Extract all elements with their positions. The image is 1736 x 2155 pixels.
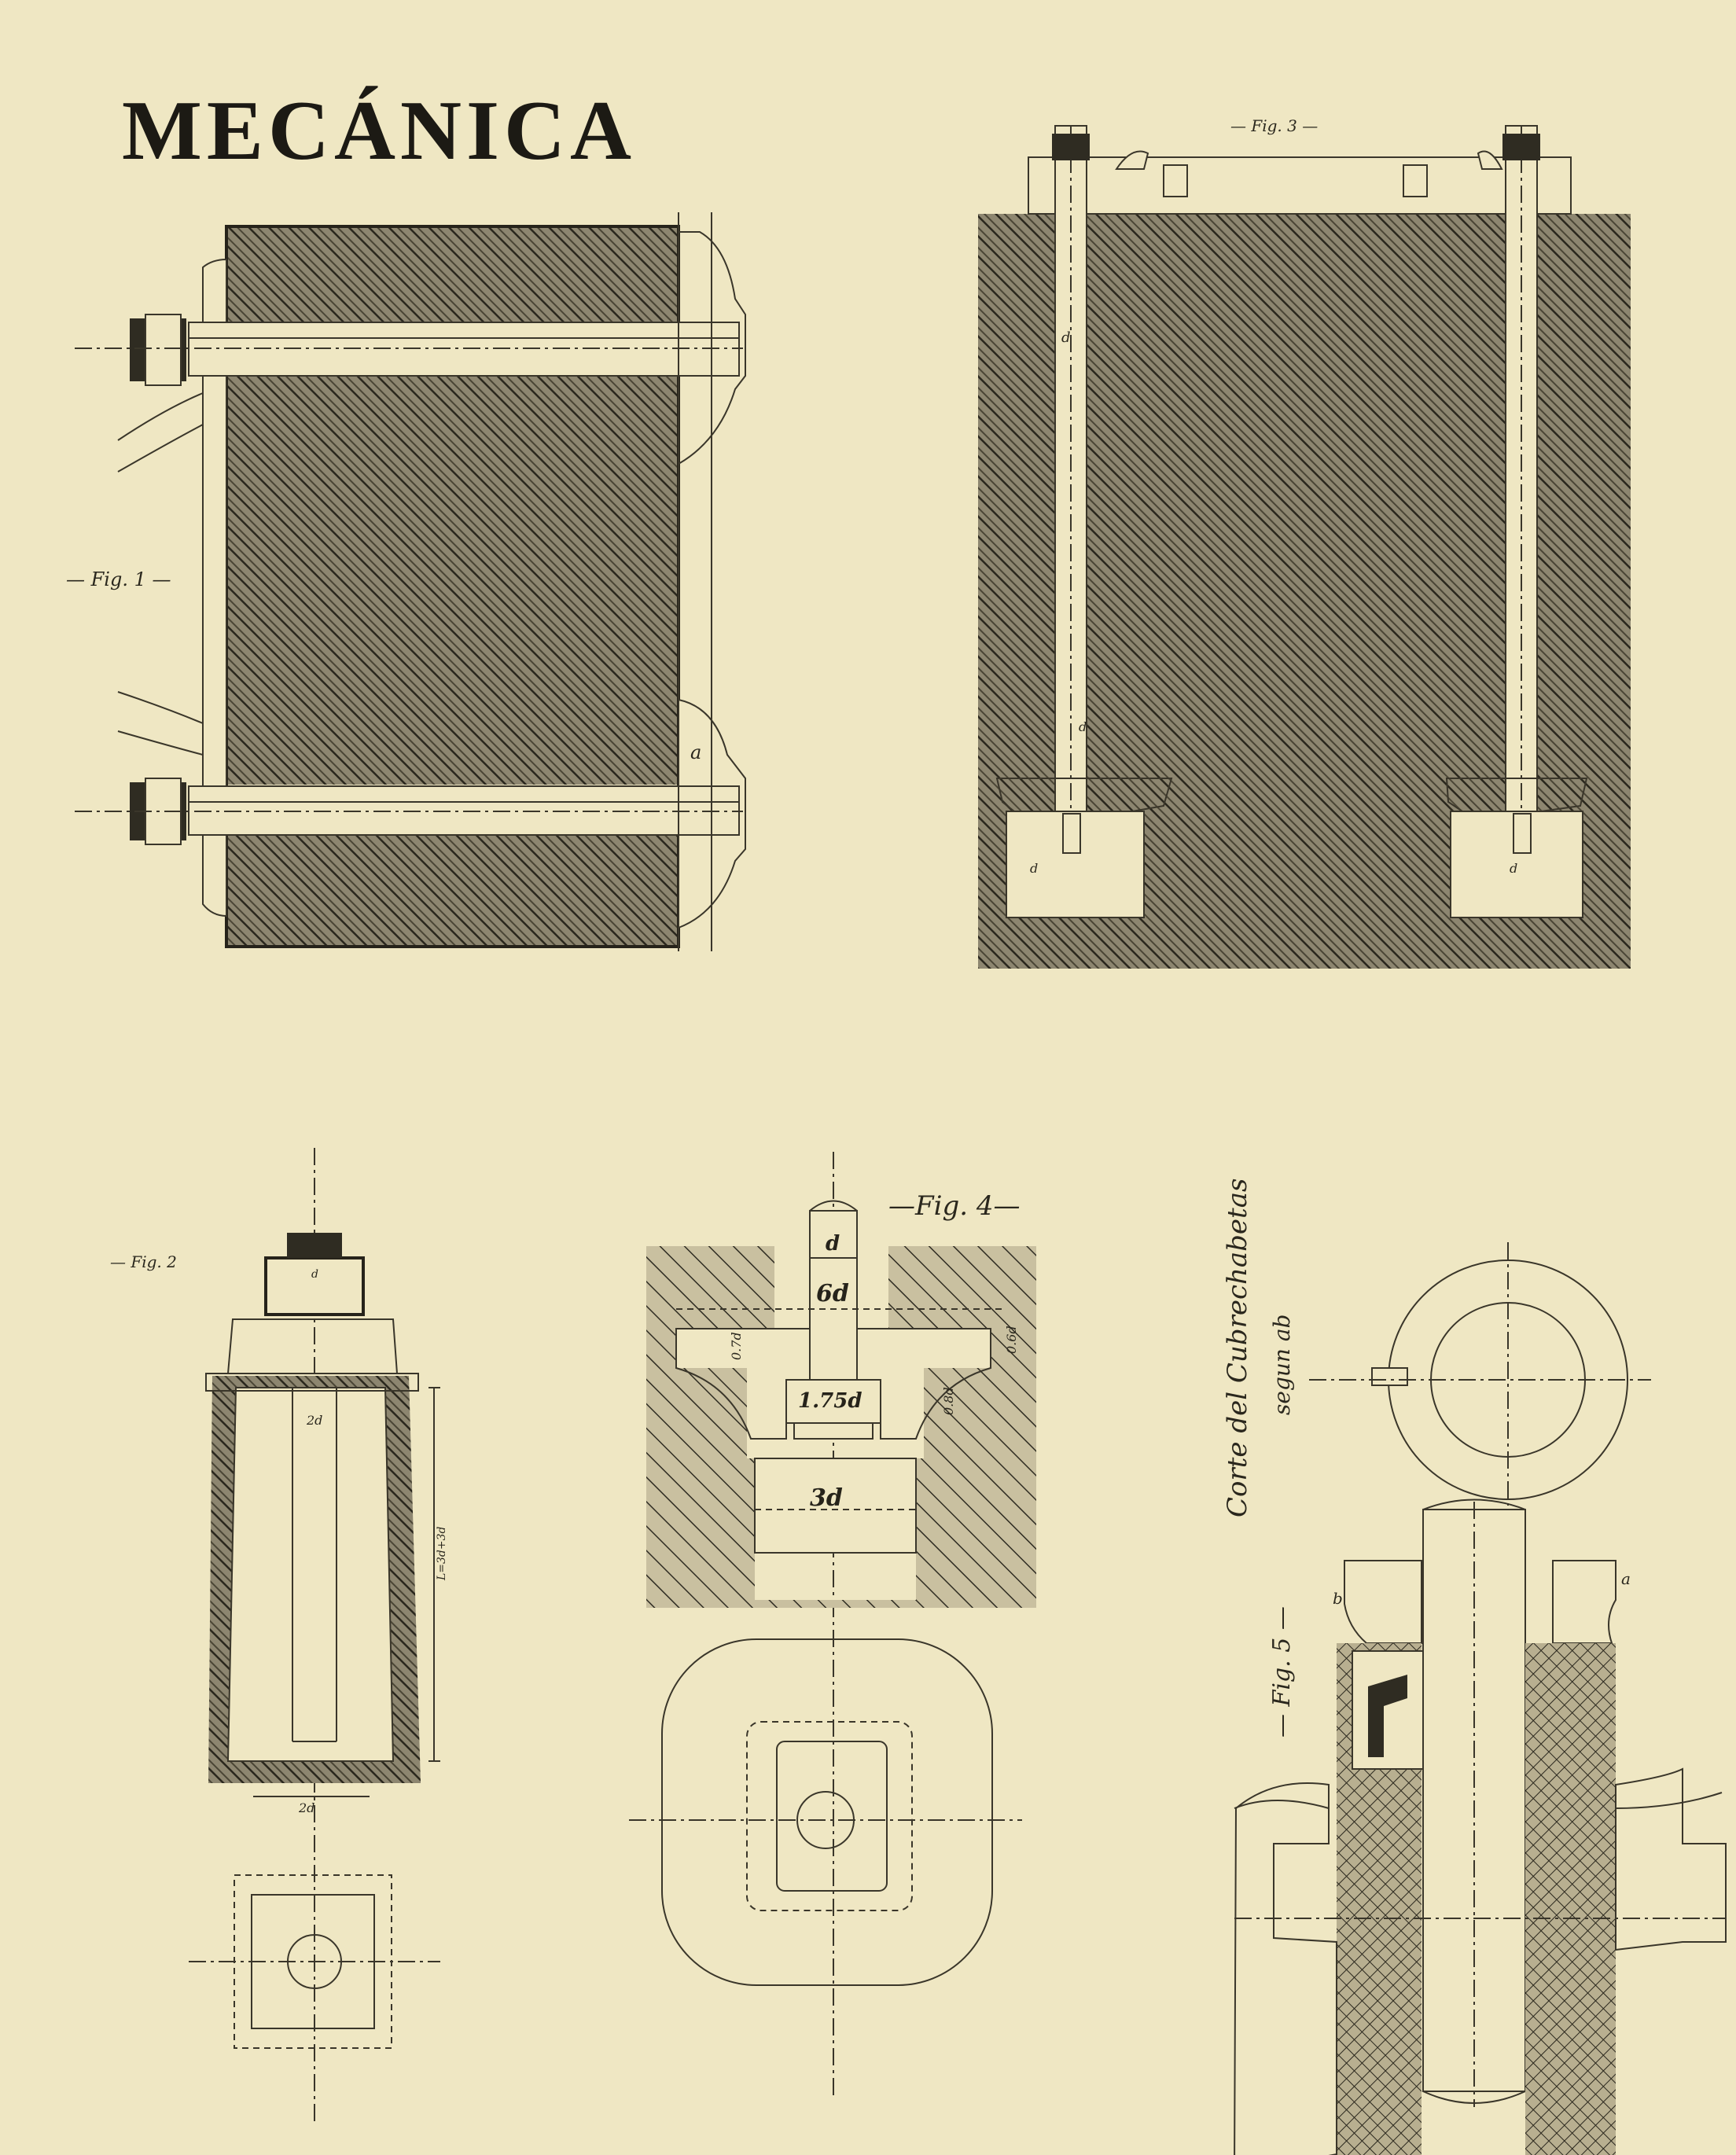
figure-3: — Fig. 3 — d d d d [978, 116, 1631, 969]
fig3-letter-d2: d [1030, 861, 1038, 876]
fig4-plate-right [856, 1328, 991, 1440]
fig5-wheel-right [1615, 1767, 1727, 1951]
fig5-letter-b: b [1333, 1589, 1343, 1608]
fig3-letter-d3: d [1510, 861, 1517, 876]
fig4-plan-outer [661, 1638, 993, 1986]
fig3-nut-left [1052, 134, 1090, 160]
fig2-letter-d: d [311, 1268, 318, 1281]
fig4-dim-od-left: 0.7d [729, 1332, 744, 1360]
page-title: MECÁNICA [122, 84, 636, 178]
fig5-gib-key [1368, 1675, 1407, 1757]
figure-4: —Fig. 4— d 6d 1.75d 3d 0.6d 0.7d 0.8d [629, 1152, 1036, 2095]
fig5-section-subtitle: segun ab [1269, 1315, 1295, 1415]
fig5-section-title: Corte del Cubrechabetas [1222, 1179, 1253, 1517]
fig1-flange-curve [117, 392, 204, 441]
fig2-letter-bottom: 2d [298, 1800, 314, 1815]
fig1-masonry-middle [226, 376, 679, 785]
fig4-label: —Fig. 4— [888, 1190, 1020, 1222]
fig5-ring-screw [1371, 1367, 1408, 1386]
fig5-hub-right [1525, 1643, 1616, 2155]
fig5-label: — Fig. 5 — [1268, 1606, 1296, 1738]
fig2-hollow [226, 1387, 395, 1762]
fig3-nut-right [1502, 134, 1540, 160]
fig2-bolt-thread [287, 1233, 342, 1258]
fig5-wheel-left [1234, 1782, 1337, 2155]
fig3-letter-d: d [1061, 329, 1071, 346]
fig4-plan-dashed [746, 1721, 913, 1911]
fig2-nut [264, 1256, 365, 1316]
fig1-masonry-top [226, 226, 679, 322]
fig1-left-plate [202, 258, 227, 918]
fig4-dim-3d: 3d [810, 1484, 843, 1512]
fig2-cap [226, 1318, 399, 1374]
fig4-dim-6d: 6d [816, 1280, 849, 1307]
fig1-bracket-top [678, 231, 746, 465]
fig2-letter-side: L=3d+3d [436, 1526, 448, 1581]
fig4-dim-175d: 1.75d [798, 1389, 862, 1413]
fig3-letter-d1: d [1079, 719, 1087, 734]
fig5-letter-a: a [1621, 1569, 1631, 1588]
fig4-masonry [646, 1246, 1036, 1608]
fig1-label: — Fig. 1 — [66, 568, 171, 590]
figure-5: — Fig. 5 — Corte del Cubrechabetas segun… [1222, 1179, 1727, 2155]
fig4-plan-key [776, 1741, 888, 1892]
figure-1: — Fig. 1 — a [66, 212, 746, 951]
fig5-collar-right [1552, 1560, 1616, 1644]
fig1-letter-a: a [690, 741, 701, 763]
fig5-hub-left [1337, 1643, 1422, 2155]
fig5-collar-left [1344, 1560, 1422, 1644]
fig4-pocket [754, 1458, 917, 1554]
fig2-label: — Fig. 2 [110, 1252, 177, 1271]
figure-2: — Fig. 2 d 2d L=3d+3d 2d [110, 1148, 448, 2123]
fig2-letter-2d: 2d [306, 1413, 322, 1428]
fig1-masonry-bottom [226, 835, 679, 947]
fig4-dim-d: d [826, 1232, 840, 1256]
fig4-dim-od-right: 0.6d [1004, 1326, 1019, 1354]
fig3-label: — Fig. 3 — [1230, 116, 1318, 135]
fig5-key-slot [1352, 1650, 1424, 1770]
fig4-dim-od-inner: 0.8d [941, 1387, 956, 1415]
